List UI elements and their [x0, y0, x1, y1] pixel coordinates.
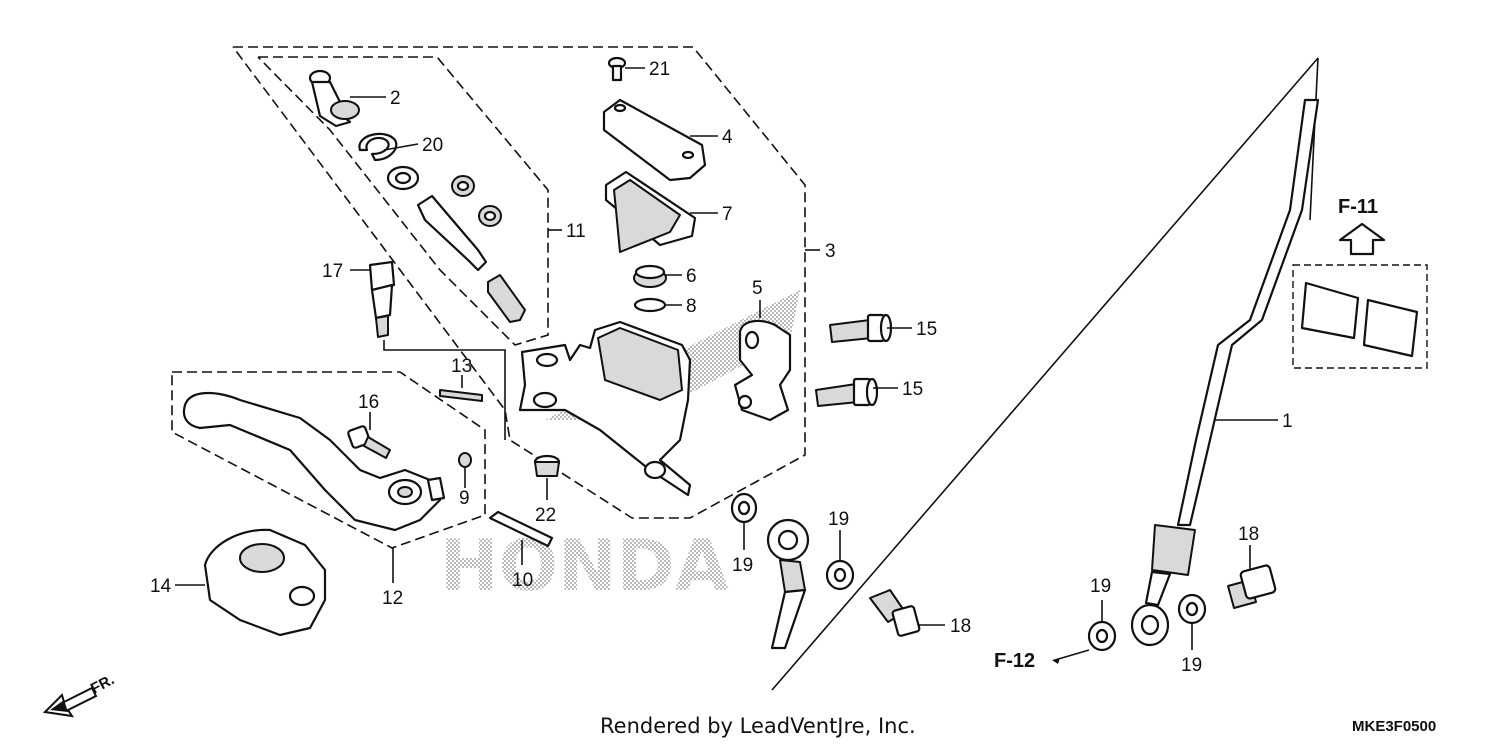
- callout-19-a: 19: [732, 555, 753, 576]
- reference-f11: F-11: [1338, 196, 1378, 218]
- part-4-cap: [602, 98, 707, 182]
- part-7-diaphragm: [604, 170, 697, 253]
- part-15-bolt-upper: [829, 313, 893, 343]
- callout-20: 20: [422, 135, 443, 156]
- part-16-adjust-screw: [347, 425, 391, 459]
- callout-13: 13: [451, 356, 472, 377]
- part-1-brake-hose: [1130, 98, 1320, 647]
- diagram-code: MKE3F0500: [1352, 718, 1436, 735]
- callout-7: 7: [722, 204, 733, 225]
- assembly-outline-11: [257, 56, 549, 346]
- callout-6: 6: [686, 266, 697, 287]
- front-direction-arrow: [42, 686, 98, 718]
- part-19-washer-c: [1087, 620, 1117, 652]
- part-spring: [487, 274, 526, 323]
- part-21-screw: [607, 56, 627, 82]
- part-15-bolt-lower: [815, 377, 879, 407]
- part-17-pivot-bolt: [368, 260, 396, 338]
- part-washer: [386, 165, 420, 191]
- callout-18-left: 18: [950, 616, 971, 637]
- f11-clips: [1300, 281, 1419, 358]
- callout-14: 14: [150, 576, 172, 597]
- honda-watermark: HONDA: [440, 525, 729, 607]
- part-9-adjuster: [426, 452, 472, 502]
- f11-up-arrow: [1338, 222, 1386, 256]
- part-hose-banjo-upper: [766, 518, 810, 650]
- callout-18-right: 18: [1238, 524, 1259, 545]
- part-13-pin: [439, 389, 483, 402]
- f12-arrow: [1052, 658, 1060, 664]
- part-12-lever: [182, 391, 442, 532]
- part-2-boot: [308, 69, 360, 128]
- leader-lines: [175, 67, 1278, 661]
- reference-f12: F-12: [994, 650, 1035, 672]
- part-piston: [416, 194, 488, 272]
- part-19-washer-d: [1177, 593, 1207, 625]
- callout-3: 3: [825, 241, 836, 262]
- callout-2: 2: [390, 88, 401, 109]
- callout-11: 11: [566, 221, 586, 242]
- callout-10: 10: [512, 570, 533, 591]
- render-credit: Rendered by LeadVentJre, Inc.: [600, 714, 916, 738]
- callout-4: 4: [722, 127, 733, 148]
- callout-5: 5: [752, 278, 763, 299]
- callout-17: 17: [322, 261, 343, 282]
- hose-group-outline: [771, 57, 1319, 691]
- callout-16: 16: [358, 392, 379, 413]
- callout-19-c: 19: [1090, 576, 1111, 597]
- part-20-circlip: [358, 132, 398, 162]
- part-5-clamp: [733, 319, 792, 422]
- part-22-cap: [533, 454, 561, 477]
- part-3-master-cylinder: [518, 320, 692, 497]
- part-18-bolt-right: [1227, 564, 1277, 609]
- callout-21: 21: [649, 59, 670, 80]
- assembly-outline-3: [232, 46, 806, 519]
- part-19-washer-b: [825, 559, 855, 591]
- part-10-bolt: [488, 510, 554, 548]
- part-18-bolt-left: [869, 589, 921, 637]
- callout-22: 22: [535, 505, 556, 526]
- callout-8: 8: [686, 296, 697, 317]
- callout-19-b: 19: [828, 509, 849, 530]
- callout-12: 12: [382, 588, 403, 609]
- assembly-outline-12: [171, 371, 486, 549]
- part-14-cover: [203, 528, 327, 637]
- part-8-ring: [633, 297, 667, 313]
- callout-15-lower: 15: [902, 379, 923, 400]
- callout-9: 9: [459, 488, 470, 509]
- f11-clip-box: [1292, 264, 1428, 369]
- part-19-washer-a: [730, 492, 758, 524]
- part-cup-seals: [451, 175, 502, 227]
- callout-19-d: 19: [1181, 655, 1202, 676]
- part-6-float: [633, 264, 667, 288]
- callout-1: 1: [1282, 411, 1293, 432]
- callout-15-upper: 15: [916, 319, 937, 340]
- hose-group-outline-edge: [1309, 57, 1319, 221]
